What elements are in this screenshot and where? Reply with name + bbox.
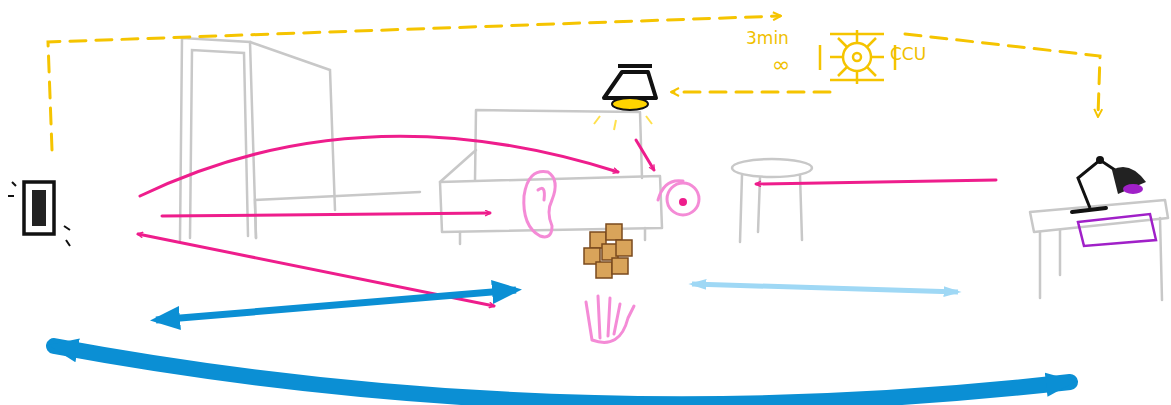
- hub-bus: [820, 34, 895, 80]
- person: [524, 172, 699, 343]
- lamp-shade: [604, 72, 656, 98]
- movement-arrow: [156, 290, 516, 320]
- side-table: [732, 159, 812, 242]
- wall-line: [250, 42, 335, 210]
- hub-spokes: [830, 30, 884, 84]
- lamp-arrow: [756, 180, 996, 184]
- desk-wire: [905, 34, 1100, 116]
- lamp-wire: [672, 91, 830, 94]
- hub-gear: [843, 43, 871, 71]
- infinity-label: ∞: [772, 54, 790, 76]
- brain-cube: [584, 224, 632, 278]
- lamp-mount: [618, 64, 652, 68]
- light-arrow: [636, 140, 654, 170]
- couch-arm: [440, 150, 476, 182]
- control-hub: [820, 30, 895, 84]
- duration-label: 3min: [746, 30, 789, 47]
- sparks: [8, 182, 70, 246]
- sight-arrow: [140, 136, 618, 196]
- hub-core: [853, 53, 861, 61]
- lamp-arm: [1078, 160, 1118, 208]
- ear: [524, 172, 555, 237]
- hand: [586, 296, 634, 342]
- switch-toggle: [32, 190, 46, 226]
- lamp-joint: [1096, 156, 1104, 164]
- door: [180, 38, 420, 240]
- ceiling-lamp: [594, 66, 656, 130]
- light-switch: [8, 182, 70, 246]
- desk-top: [1030, 200, 1168, 232]
- eye-lid: [658, 181, 683, 200]
- cube: [596, 262, 612, 278]
- cube: [606, 224, 622, 240]
- movement-arrow: [692, 284, 958, 292]
- door-frame: [180, 38, 256, 240]
- perception-arrows: [138, 136, 996, 306]
- eye: [667, 183, 699, 215]
- cube: [616, 240, 632, 256]
- lamp-light: [1123, 184, 1143, 194]
- switch-plate: [24, 182, 54, 234]
- switch-wire: [48, 16, 780, 150]
- cube: [612, 258, 628, 274]
- paper: [1078, 214, 1156, 246]
- couch: [440, 110, 662, 244]
- desk-legs: [1040, 218, 1162, 300]
- sound-arrow: [162, 213, 490, 216]
- light-rays: [594, 116, 652, 130]
- control-wiring: [48, 16, 1100, 150]
- hub-label: CCU: [890, 46, 926, 63]
- lamp-bulb: [612, 98, 648, 110]
- lamp-base: [1072, 208, 1106, 212]
- desk: [1030, 200, 1168, 300]
- desk-lamp: [1072, 156, 1146, 212]
- lamp-head: [1112, 167, 1146, 194]
- movement-arrow: [54, 346, 1070, 404]
- door-inner: [190, 50, 248, 238]
- pupil: [679, 198, 687, 206]
- ear-inner: [538, 188, 544, 200]
